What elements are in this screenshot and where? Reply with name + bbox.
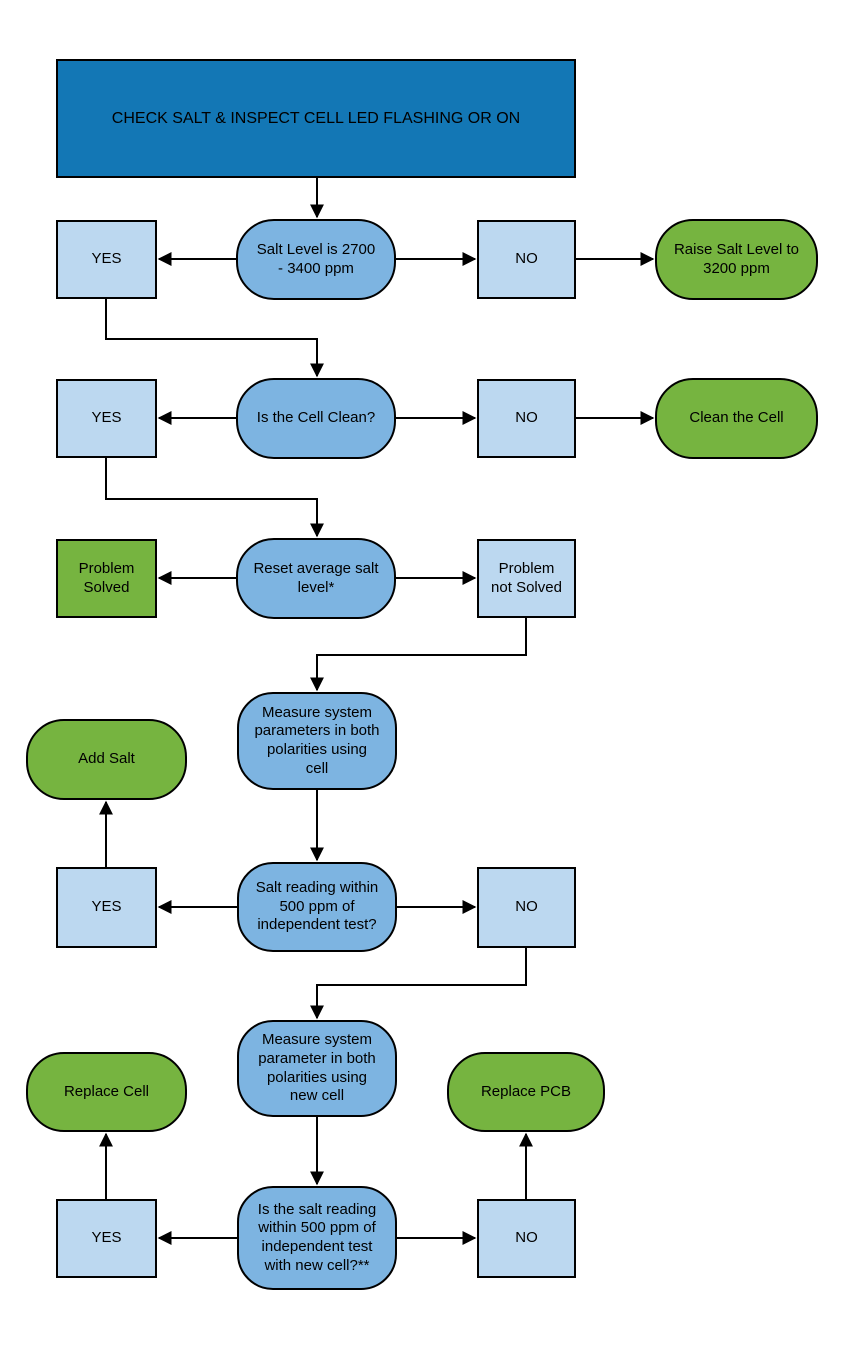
problem-solved-box-label: Problem Solved bbox=[78, 559, 135, 596]
no-box-4-label: NO bbox=[515, 1229, 538, 1247]
measure-cell-process: Measure system parameters in both polari… bbox=[237, 692, 397, 790]
no-box-1: NO bbox=[477, 220, 576, 299]
clean-cell-terminal: Clean the Cell bbox=[655, 378, 818, 459]
start-node-label: CHECK SALT & INSPECT CELL LED FLASHING O… bbox=[111, 109, 521, 127]
yes-box-2: YES bbox=[56, 379, 157, 458]
yes-box-1: YES bbox=[56, 220, 157, 299]
cell-clean-decision: Is the Cell Clean? bbox=[236, 378, 396, 459]
raise-salt-terminal-label: Raise Salt Level to 3200 ppm bbox=[673, 240, 800, 277]
salt-level-decision: Salt Level is 2700 - 3400 ppm bbox=[236, 219, 396, 300]
clean-cell-terminal-label: Clean the Cell bbox=[689, 409, 784, 427]
no-box-4: NO bbox=[477, 1199, 576, 1278]
no-box-2: NO bbox=[477, 379, 576, 458]
reset-salt-decision-label: Reset average salt level* bbox=[253, 559, 379, 596]
measure-new-cell-process-label: Measure system parameter in both polarit… bbox=[258, 1031, 376, 1105]
salt-reading-decision: Salt reading within 500 ppm of independe… bbox=[237, 862, 397, 952]
yes-box-1-label: YES bbox=[91, 250, 122, 268]
arrow-problem-not-solved-to-measure-cell bbox=[310, 618, 527, 692]
replace-cell-terminal: Replace Cell bbox=[26, 1052, 187, 1132]
replace-pcb-terminal-label: Replace PCB bbox=[480, 1082, 572, 1100]
cell-clean-decision-label: Is the Cell Clean? bbox=[256, 409, 376, 427]
add-salt-terminal: Add Salt bbox=[26, 719, 187, 800]
replace-pcb-terminal: Replace PCB bbox=[447, 1052, 605, 1132]
problem-not-solved-box-label: Problem not Solved bbox=[491, 559, 562, 596]
yes-box-3: YES bbox=[56, 867, 157, 948]
problem-solved-box: Problem Solved bbox=[56, 539, 157, 618]
start-node: CHECK SALT & INSPECT CELL LED FLASHING O… bbox=[56, 59, 576, 178]
salt-reading-new-cell-decision: Is the salt reading within 500 ppm of in… bbox=[237, 1186, 397, 1290]
yes-box-3-label: YES bbox=[91, 898, 122, 916]
salt-reading-decision-label: Salt reading within 500 ppm of independe… bbox=[255, 878, 379, 934]
reset-salt-decision: Reset average salt level* bbox=[236, 538, 396, 619]
no-box-3-label: NO bbox=[515, 898, 538, 916]
yes-box-4-label: YES bbox=[91, 1229, 122, 1247]
problem-not-solved-box: Problem not Solved bbox=[477, 539, 576, 618]
no-box-3: NO bbox=[477, 867, 576, 948]
no-box-1-label: NO bbox=[515, 250, 538, 268]
no-box-2-label: NO bbox=[515, 409, 538, 427]
measure-cell-process-label: Measure system parameters in both polari… bbox=[254, 703, 380, 777]
arrow-yes2-to-reset-salt bbox=[105, 458, 324, 538]
arrow-yes1-to-cell-clean bbox=[105, 299, 324, 378]
measure-new-cell-process: Measure system parameter in both polarit… bbox=[237, 1020, 397, 1117]
salt-level-decision-label: Salt Level is 2700 - 3400 ppm bbox=[256, 240, 376, 277]
yes-box-2-label: YES bbox=[91, 409, 122, 427]
arrow-no3-to-measure-new-cell bbox=[310, 948, 527, 1020]
add-salt-terminal-label: Add Salt bbox=[78, 750, 135, 768]
yes-box-4: YES bbox=[56, 1199, 157, 1278]
replace-cell-terminal-label: Replace Cell bbox=[63, 1082, 150, 1100]
raise-salt-terminal: Raise Salt Level to 3200 ppm bbox=[655, 219, 818, 300]
salt-reading-new-cell-decision-label: Is the salt reading within 500 ppm of in… bbox=[257, 1200, 377, 1274]
